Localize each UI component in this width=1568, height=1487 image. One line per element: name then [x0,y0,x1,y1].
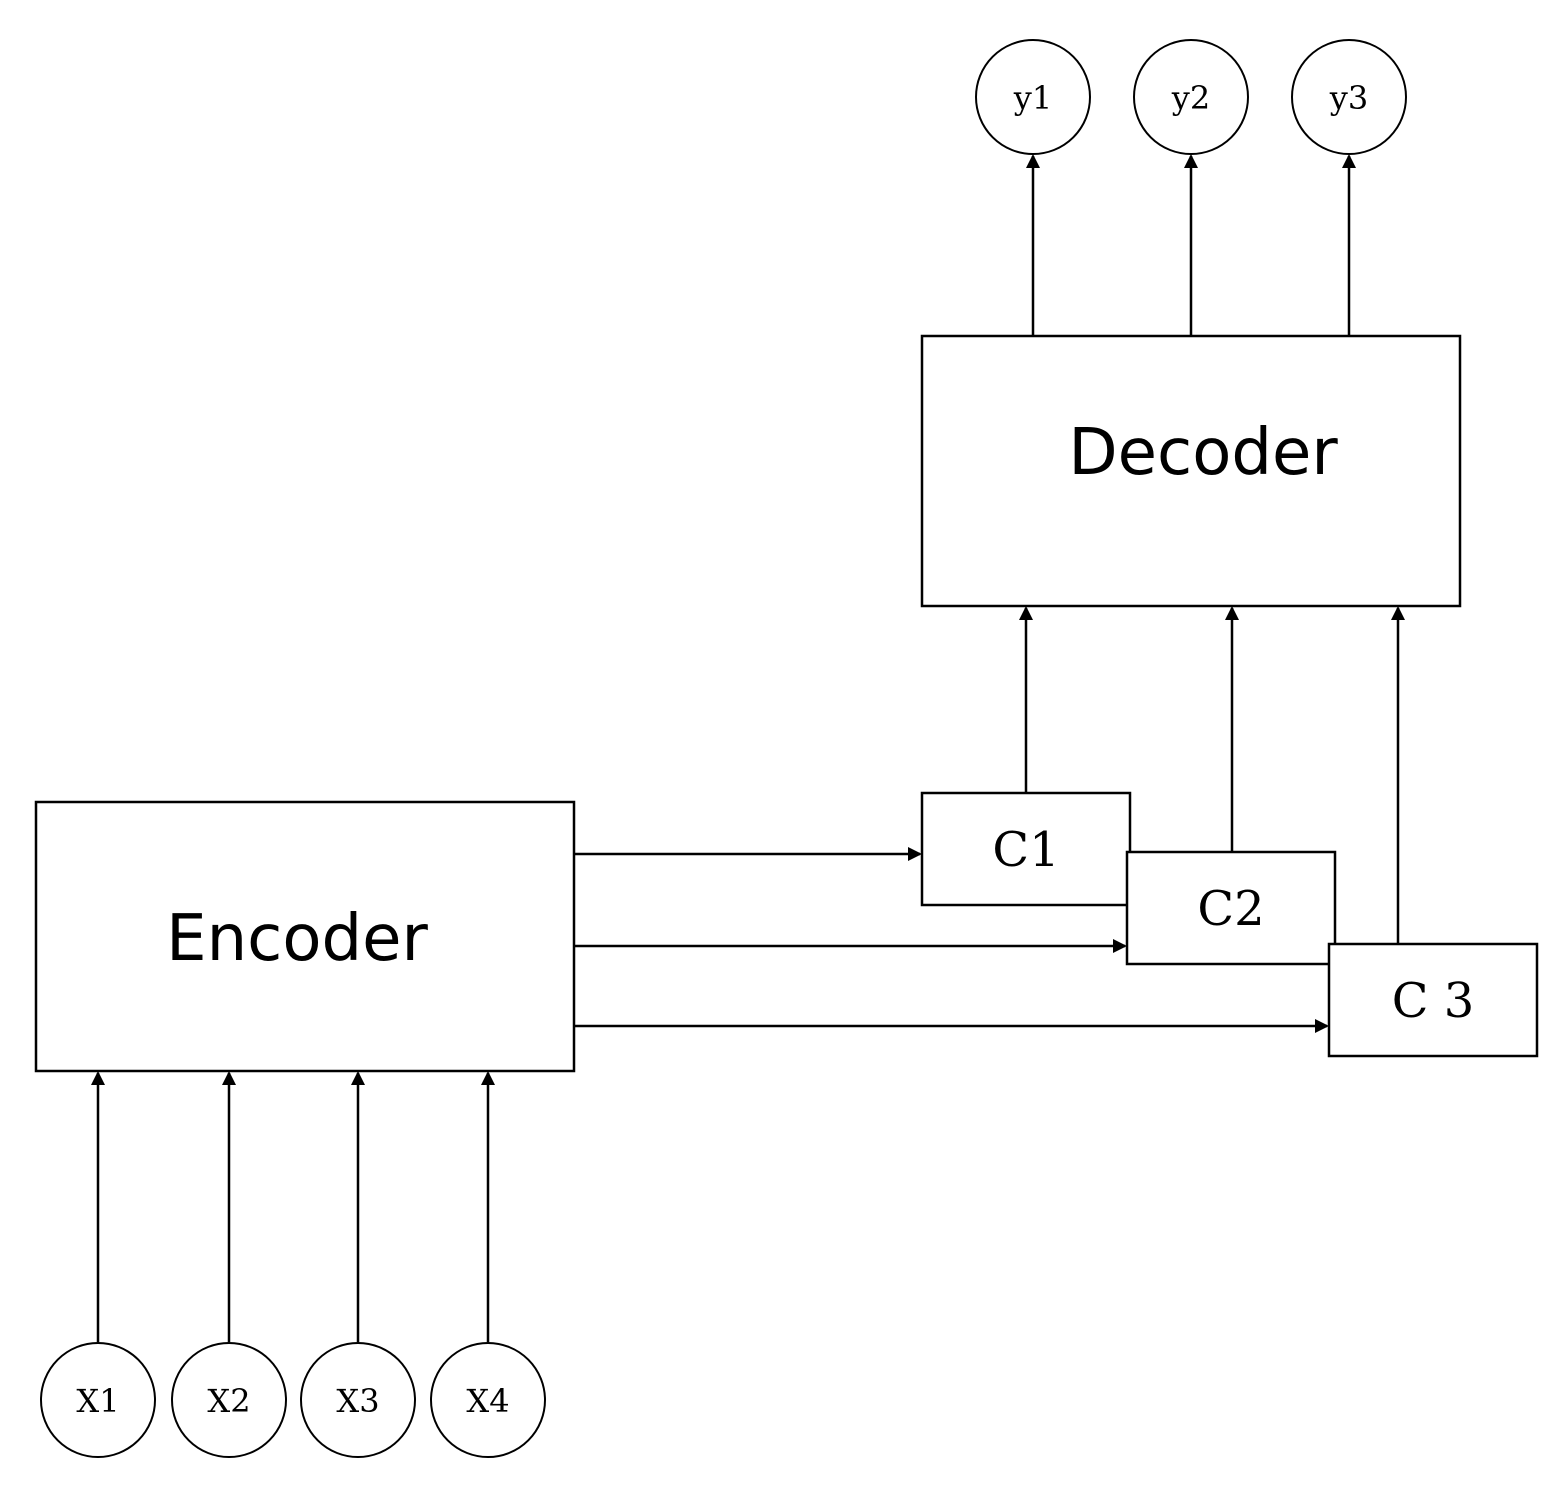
input-node-x2 [171,1342,287,1458]
context-label-c2: C2 [1197,881,1264,937]
output-node-y3 [1291,39,1407,155]
context-box-c2 [1125,850,1337,966]
output-label-y2: y2 [1171,79,1210,117]
input-label-x2: X2 [207,1382,250,1420]
decoder-box [920,334,1462,608]
input-label-x3: X3 [336,1382,379,1420]
context-label-c1: C1 [992,822,1059,878]
input-node-x1 [40,1342,156,1458]
encoder-box [34,800,576,1073]
input-label-x4: X4 [466,1382,509,1420]
decoder-label: Decoder [1068,416,1338,490]
output-node-y1 [975,39,1091,155]
output-label-y1: y1 [1013,79,1052,117]
input-node-x3 [300,1342,416,1458]
input-label-x1: X1 [76,1382,119,1420]
context-label-c3: C 3 [1392,973,1475,1029]
encoder-label: Encoder [166,902,428,976]
output-label-y3: y3 [1329,79,1368,117]
context-box-c3 [1327,942,1539,1058]
output-node-y2 [1133,39,1249,155]
input-node-x4 [430,1342,546,1458]
